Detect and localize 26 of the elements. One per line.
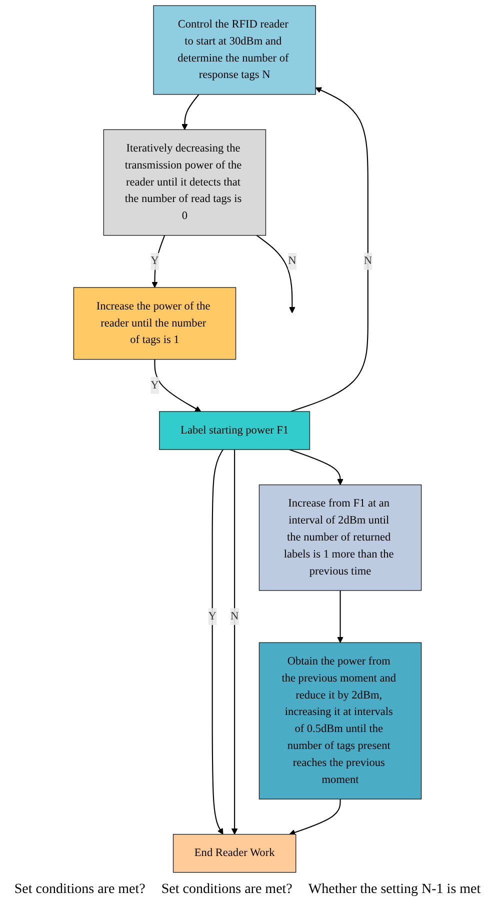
arrow bbox=[212, 449, 224, 835]
arrow bbox=[289, 449, 344, 486]
arrow bbox=[290, 87, 368, 412]
node-box: Label starting power F1 bbox=[159, 411, 310, 450]
arrow bbox=[337, 590, 344, 643]
arrow bbox=[182, 94, 200, 130]
edge-label: N bbox=[288, 255, 296, 268]
node-box: Control the RFID reader to start at 30dBm and determine the number of response tags N bbox=[153, 5, 316, 95]
arrow bbox=[231, 450, 238, 835]
arrow bbox=[289, 799, 341, 836]
node-box: Iteratively decreasing the transmission power of the reader until it detects that the number of read tags is 0 bbox=[103, 129, 266, 236]
note-text: Set conditions are met? bbox=[161, 882, 292, 898]
note-text: Set conditions are met? bbox=[14, 882, 146, 898]
node-box: Increase the power of the reader until the number of tags is 1 bbox=[73, 287, 236, 360]
edge-label: N bbox=[230, 610, 239, 622]
arrow bbox=[152, 235, 166, 288]
edge-label: Y bbox=[208, 610, 216, 622]
arrow bbox=[154, 359, 202, 412]
node-box: Increase from F1 at an interval of 2dBm until the number of returned labels is 1 more than the previous time bbox=[258, 484, 422, 591]
edge-label: Y bbox=[150, 379, 159, 392]
edge-label: N bbox=[364, 255, 372, 268]
node-box: Obtain the power from the previous moment and reduce it by 2dBm, increasing it at intervals of 0.5dBm until the number of tags present reaches the previous moment bbox=[258, 642, 422, 800]
edge-label: Y bbox=[150, 255, 159, 268]
arrow bbox=[256, 234, 296, 314]
node-box: End Reader Work bbox=[172, 834, 296, 873]
note-text: Whether the setting N-1 is met bbox=[308, 882, 481, 898]
